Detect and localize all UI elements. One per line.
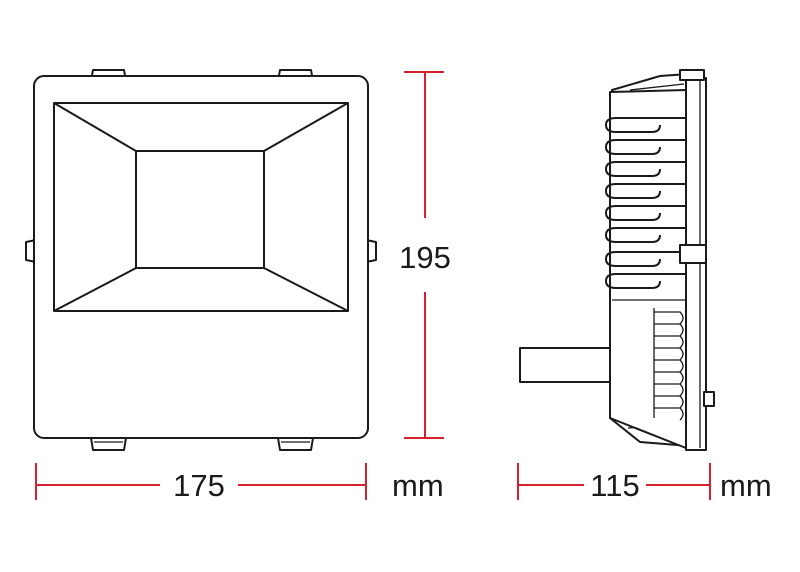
housing-rib <box>654 335 684 349</box>
side-housing <box>609 89 687 449</box>
housing-rib <box>654 395 684 409</box>
side-view <box>519 69 715 451</box>
heatsink-fin <box>605 117 686 133</box>
housing-rib <box>654 371 684 385</box>
housing-rib <box>654 359 684 373</box>
heatsink-fin <box>605 183 686 199</box>
lens-frame-outer <box>53 102 349 312</box>
housing-rib <box>654 383 684 397</box>
housing-rib <box>654 407 684 421</box>
reflector-bevels <box>53 102 349 312</box>
lower-ribs <box>653 308 684 421</box>
front-unit-label: mm <box>392 468 444 503</box>
housing-rib <box>654 311 684 325</box>
housing-rib <box>654 323 684 337</box>
lens-frame-inner <box>135 150 265 269</box>
heatsink-fin <box>605 161 686 177</box>
depth-dimension: 115 <box>517 463 711 503</box>
width-dimension: 175 <box>35 463 367 503</box>
width-value: 175 <box>173 468 225 503</box>
heatsink-fin <box>605 251 686 267</box>
height-value: 195 <box>399 240 451 275</box>
heatsink-fin <box>605 273 686 289</box>
heatsink-fin <box>605 227 686 243</box>
front-view <box>25 69 377 451</box>
housing-rib <box>654 347 684 361</box>
side-unit-label: mm <box>720 468 772 503</box>
heatsink-fin <box>605 205 686 221</box>
depth-value: 115 <box>590 468 639 503</box>
heatsink-fins <box>605 117 686 289</box>
height-dimension: 195 <box>399 71 451 439</box>
front-housing <box>33 75 369 439</box>
heatsink-fin <box>605 139 686 155</box>
